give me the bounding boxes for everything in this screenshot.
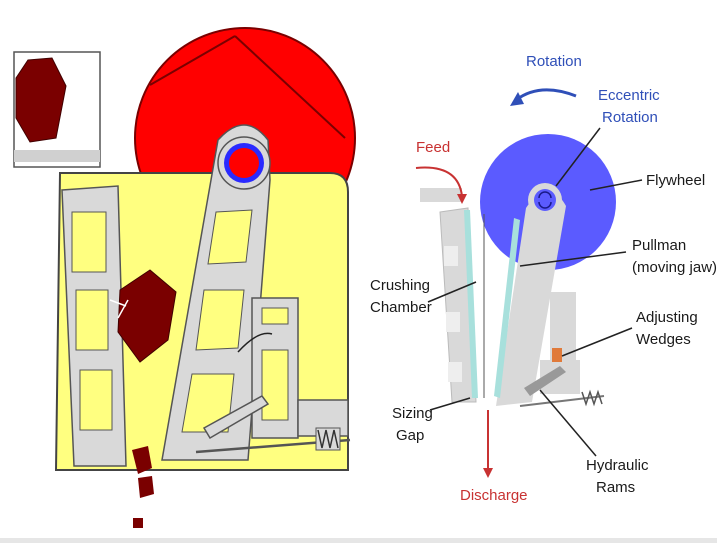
- adjusting-wedge: [552, 348, 562, 362]
- fixed-jaw-cell: [72, 212, 106, 272]
- label-pullman-1: Pullman: [632, 237, 686, 254]
- label-adjusting-2: Wedges: [636, 331, 691, 348]
- label-discharge: Discharge: [460, 487, 528, 504]
- label-feed: Feed: [416, 139, 450, 156]
- leader-sizing-gap: [430, 398, 470, 410]
- label-flywheel: Flywheel: [646, 172, 705, 189]
- label-hydraulic-1: Hydraulic: [586, 457, 649, 474]
- spring-icon: [316, 428, 340, 450]
- left-crusher-illustration: [14, 28, 355, 528]
- eccentric-shaft: [229, 148, 259, 178]
- label-sizing-2: Gap: [396, 427, 424, 444]
- bottom-divider: [0, 538, 717, 543]
- label-eccentric-2: Rotation: [602, 109, 658, 126]
- label-hydraulic-2: Rams: [596, 479, 635, 496]
- fixed-jaw-rib: [448, 362, 462, 382]
- label-rotation: Rotation: [526, 53, 582, 70]
- discharge-rock: [133, 518, 143, 528]
- rotation-arrowhead: [510, 92, 524, 106]
- rotation-arrow-icon: [516, 90, 576, 100]
- label-crushing-2: Chamber: [370, 299, 432, 316]
- fixed-jaw-cell: [76, 290, 108, 350]
- label-crushing-1: Crushing: [370, 277, 430, 294]
- label-pullman-2: (moving jaw): [632, 259, 717, 276]
- fixed-jaw-rib: [446, 312, 460, 332]
- moving-jaw-cell: [196, 290, 244, 350]
- fixed-jaw-rib: [444, 246, 458, 266]
- toggle-block-slot: [262, 350, 288, 420]
- feed-plate: [420, 188, 462, 202]
- label-sizing-1: Sizing: [392, 405, 433, 422]
- discharge-rock: [138, 476, 154, 498]
- fixed-jaw-cell: [80, 370, 112, 430]
- toggle-block-cap: [262, 308, 288, 324]
- label-eccentric-1: Eccentric: [598, 87, 660, 104]
- label-adjusting-1: Adjusting: [636, 309, 698, 326]
- feed-hopper-floor: [14, 150, 100, 162]
- discharge-arrowhead: [483, 468, 493, 478]
- moving-jaw-cell: [208, 210, 252, 264]
